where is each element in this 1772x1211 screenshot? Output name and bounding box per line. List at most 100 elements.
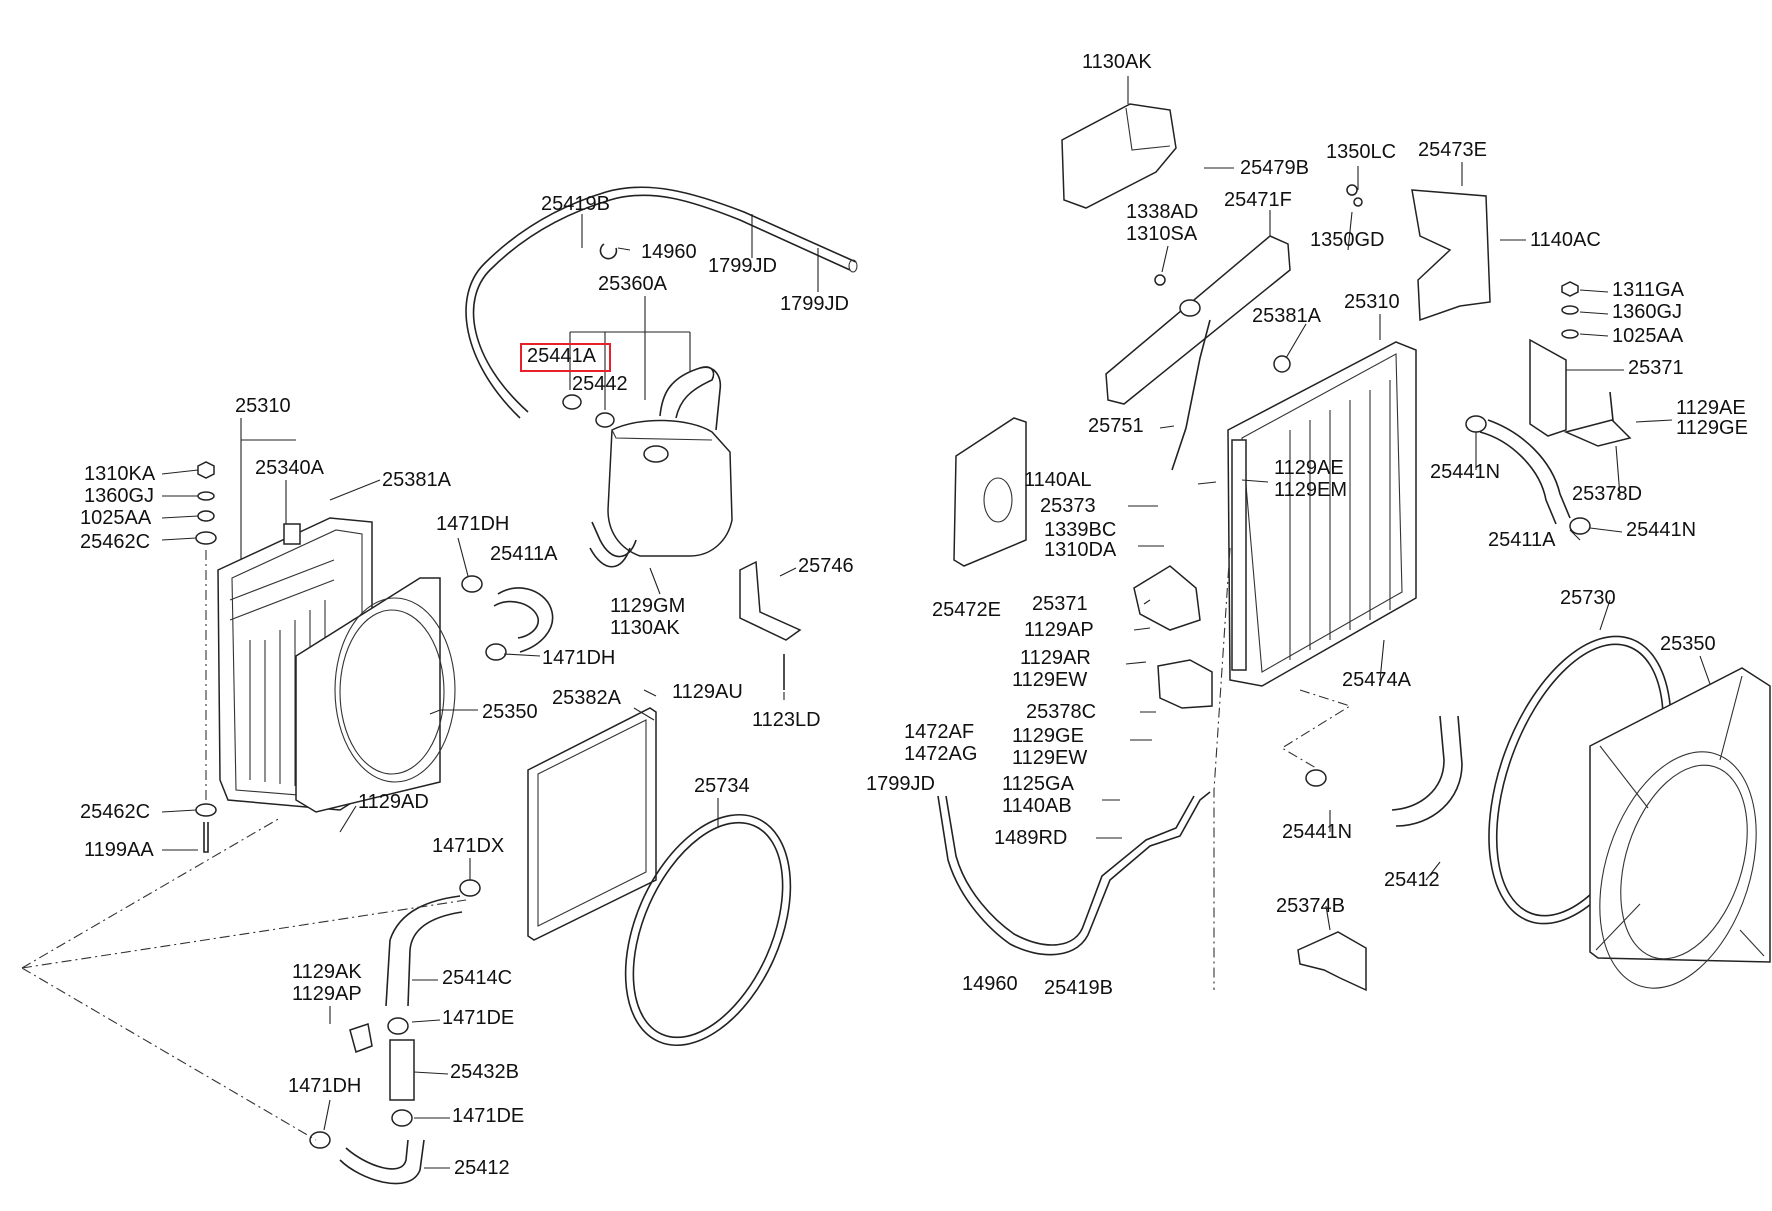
- label-25382a: 25382A: [552, 687, 622, 709]
- label-1471dh-a: 1471DH: [436, 513, 509, 535]
- label-25381a-right: 25381A: [1252, 305, 1322, 327]
- label-1129em: 1129EM: [1274, 479, 1347, 501]
- label-1129ae-mid: 1129AE: [1274, 457, 1344, 479]
- reservoir-tank[interactable]: [589, 366, 733, 568]
- radiator-hose-25411a-right[interactable]: [1465, 415, 1591, 535]
- right-fasteners[interactable]: [1133, 184, 1579, 709]
- label-25381a-left: 25381A: [382, 469, 452, 491]
- side-plate-25473e[interactable]: [1411, 189, 1491, 322]
- label-25340a: 25340A: [255, 457, 325, 479]
- overflow-hose-bottom[interactable]: [937, 791, 1211, 956]
- label-25462c-bot: 25462C: [80, 801, 150, 823]
- label-25310-right: 25310: [1344, 291, 1400, 313]
- label-25441n-a: 25441N: [1430, 461, 1500, 483]
- lower-hose-25412-left[interactable]: [309, 1131, 425, 1185]
- label-1311ga: 1311GA: [1612, 279, 1685, 301]
- label-1129au: 1129AU: [672, 681, 743, 703]
- fan-shroud-left[interactable]: [295, 577, 456, 813]
- label-1310da: 1310DA: [1044, 539, 1117, 561]
- mount-bracket-25746[interactable]: [739, 560, 802, 690]
- label-25360a: 25360A: [598, 273, 668, 295]
- label-25310-left: 25310: [235, 395, 291, 417]
- label-25462c-top: 25462C: [80, 531, 150, 553]
- label-25371-right: 25371: [1628, 357, 1684, 379]
- label-14960-top: 14960: [641, 241, 697, 263]
- lower-hose-25432b[interactable]: [349, 1023, 415, 1127]
- label-1125ga: 1125GA: [1002, 773, 1075, 795]
- bracket-25371-right[interactable]: [1529, 338, 1615, 437]
- label-25412-left: 25412: [454, 1157, 510, 1179]
- label-25442: 25442: [572, 373, 628, 395]
- label-25432b: 25432B: [450, 1061, 519, 1083]
- seal-frame[interactable]: [527, 707, 657, 941]
- label-1025aa-left: 1025AA: [80, 507, 152, 529]
- label-1129ad: 1129AD: [358, 791, 429, 813]
- label-1338ad: 1338AD: [1126, 201, 1198, 223]
- fan-shroud-right[interactable]: [1572, 667, 1772, 1008]
- label-1140al: 1140AL: [1024, 469, 1091, 491]
- radiator-left-fasteners[interactable]: [195, 461, 217, 853]
- label-25473e: 25473E: [1418, 139, 1487, 161]
- label-1799jd-a: 1799JD: [708, 255, 777, 277]
- label-1129ae-right: 1129AE: [1676, 397, 1746, 419]
- leader-lines: [161, 76, 1711, 1169]
- side-plate-25472e[interactable]: [953, 417, 1027, 567]
- label-25378d: 25378D: [1572, 483, 1642, 505]
- reservoir-seal[interactable]: [595, 412, 615, 428]
- label-1471dx: 1471DX: [432, 835, 504, 857]
- overflow-hose-top[interactable]: [465, 186, 858, 419]
- label-1310ka: 1310KA: [84, 463, 156, 485]
- label-1350gd: 1350GD: [1310, 229, 1385, 251]
- label-1129ew-a: 1129EW: [1012, 669, 1087, 691]
- label-25746: 25746: [798, 555, 854, 577]
- upper-bracket-1130ak[interactable]: [1061, 103, 1177, 209]
- label-25730: 25730: [1560, 587, 1616, 609]
- label-1471de-b: 1471DE: [452, 1105, 524, 1127]
- hose-clip-14960-top[interactable]: [599, 243, 618, 260]
- label-25350-left: 25350: [482, 701, 538, 723]
- label-1129gm: 1129GM: [610, 595, 685, 617]
- highlight-box-25441a: [520, 343, 611, 372]
- label-25471f: 25471F: [1224, 189, 1292, 211]
- label-1129ak: 1129AK: [292, 961, 362, 983]
- label-25374b: 25374B: [1276, 895, 1345, 917]
- radiator-hose-25412-right[interactable]: [1305, 715, 1463, 827]
- label-25414c: 25414C: [442, 967, 512, 989]
- label-1360gj-right: 1360GJ: [1612, 301, 1682, 323]
- label-1123ld: 1123LD: [752, 709, 821, 731]
- label-25441n-b: 25441N: [1626, 519, 1696, 541]
- label-1025aa-right: 1025AA: [1612, 325, 1684, 347]
- label-1129ar: 1129AR: [1020, 647, 1091, 669]
- label-25371-mid: 25371: [1032, 593, 1088, 615]
- label-25412-right: 25412: [1384, 869, 1440, 891]
- label-1339bc: 1339BC: [1044, 519, 1116, 541]
- label-1489rd: 1489RD: [994, 827, 1067, 849]
- label-1799jd-b: 1799JD: [780, 293, 849, 315]
- radiator-hose-upper-left[interactable]: [461, 575, 554, 661]
- label-1199aa: 1199AA: [84, 839, 154, 861]
- bracket-25378d[interactable]: [1563, 419, 1632, 447]
- label-25350-right: 25350: [1660, 633, 1716, 655]
- label-25441a: 25441A: [527, 345, 597, 367]
- label-1350lc: 1350LC: [1326, 141, 1396, 163]
- label-25411a-right: 25411A: [1488, 529, 1556, 551]
- label-1471de-a: 1471DE: [442, 1007, 514, 1029]
- label-25441n-c: 25441N: [1282, 821, 1352, 843]
- label-25751: 25751: [1088, 415, 1144, 437]
- label-1129ap-mid: 1129AP: [1024, 619, 1094, 641]
- label-1360gj-left: 1360GJ: [84, 485, 154, 507]
- lower-hose-25414c[interactable]: [385, 879, 481, 1035]
- radiator-right[interactable]: [1227, 341, 1417, 687]
- label-25411a-left: 25411A: [490, 543, 558, 565]
- label-1472ag: 1472AG: [904, 743, 977, 765]
- label-1130ak-mid: 1130AK: [610, 617, 680, 639]
- label-1129ew-b: 1129EW: [1012, 747, 1087, 769]
- label-1129ge-right: 1129GE: [1676, 417, 1748, 439]
- fan-ring[interactable]: [593, 789, 824, 1070]
- bracket-25374b[interactable]: [1297, 931, 1367, 992]
- label-25373: 25373: [1040, 495, 1096, 517]
- part-labels: 25419B 14960 1799JD 1799JD 25360A 25441A…: [80, 51, 1748, 1179]
- reservoir-cap[interactable]: [562, 394, 582, 410]
- label-1129ap-left: 1129AP: [292, 983, 362, 1005]
- label-1140ac: 1140AC: [1530, 229, 1601, 251]
